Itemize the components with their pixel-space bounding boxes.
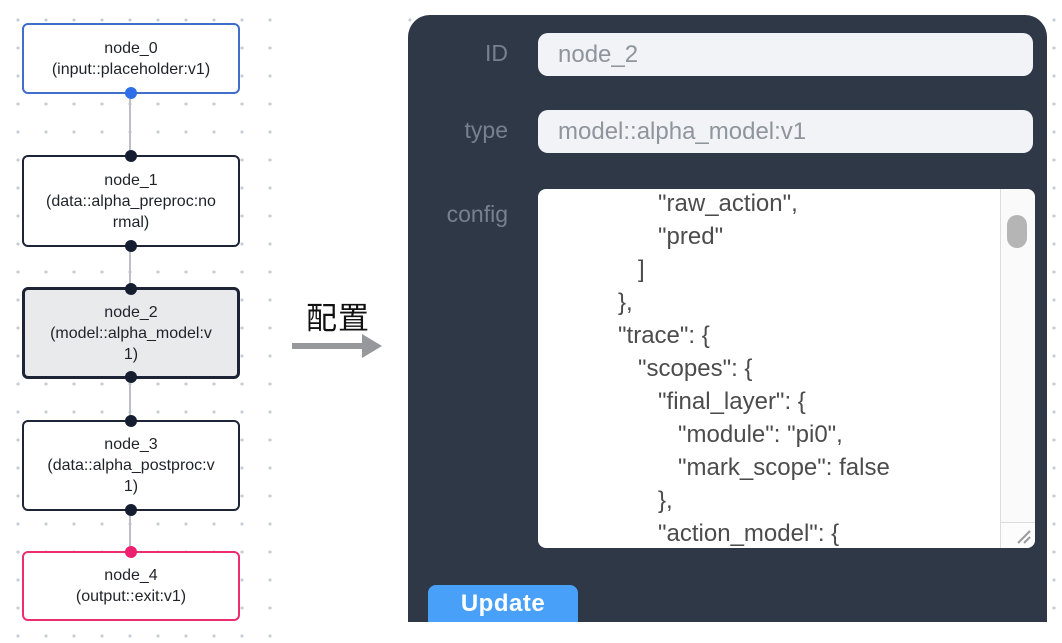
node-title: node_1 bbox=[104, 171, 158, 189]
flow-node-node_0[interactable]: node_0 (input::placeholder:v1) bbox=[22, 23, 240, 99]
type-label: type bbox=[464, 117, 508, 143]
config-json-line: "raw_action", bbox=[558, 190, 798, 217]
edge-node2-node3 bbox=[129, 379, 131, 420]
output-port-icon[interactable] bbox=[125, 371, 137, 383]
config-json-line: "module": "pi0", bbox=[558, 421, 843, 448]
scrollbar-track[interactable] bbox=[1000, 189, 1035, 522]
node-title: node_4 bbox=[104, 567, 158, 584]
input-port-icon[interactable] bbox=[125, 150, 137, 162]
node-subtitle: (model::alpha_model:v1) bbox=[50, 324, 212, 363]
config-json-line: ] bbox=[558, 256, 645, 283]
input-port-icon[interactable] bbox=[125, 415, 137, 427]
config-json-line: "action_model": { bbox=[558, 520, 840, 547]
config-json-line: "final_layer": { bbox=[558, 388, 806, 415]
flow-canvas[interactable]: node_0 (input::placeholder:v1) node_1 (d… bbox=[0, 0, 282, 643]
type-input[interactable] bbox=[538, 110, 1033, 153]
config-annotation: 配置 bbox=[280, 0, 395, 643]
node-title: node_3 bbox=[104, 436, 158, 453]
flow-node-node_3[interactable]: node_3 (data::alpha_postproc:v1) bbox=[22, 415, 240, 516]
config-json-line: "pred" bbox=[558, 223, 724, 250]
config-annotation-label: 配置 bbox=[306, 301, 370, 336]
flow-node-node_2-selected[interactable]: node_2 (model::alpha_model:v1) bbox=[22, 283, 240, 383]
config-label: config bbox=[446, 201, 508, 227]
output-port-icon[interactable] bbox=[125, 240, 137, 252]
flow-node-node_4[interactable]: node_4 (output::exit:v1) bbox=[22, 546, 240, 621]
node-title: node_0 bbox=[104, 39, 158, 57]
config-json-line: }, bbox=[558, 487, 673, 514]
right-arrow-head-icon bbox=[362, 334, 382, 358]
update-button[interactable]: Update bbox=[428, 585, 578, 622]
node-subtitle: (data::alpha_postproc:v1) bbox=[47, 457, 215, 495]
config-json-line: "scopes": { bbox=[558, 355, 753, 382]
edge-node0-node1 bbox=[129, 94, 131, 155]
node-title: node_2 bbox=[104, 303, 158, 321]
config-panel: ID type config "raw_action", "pred" ] },… bbox=[408, 15, 1047, 622]
node-subtitle: (input::placeholder:v1) bbox=[51, 60, 211, 78]
input-port-icon[interactable] bbox=[125, 283, 137, 295]
resize-handle-icon[interactable] bbox=[1000, 522, 1035, 548]
flow-node-node_1[interactable]: node_1 (data::alpha_preproc:normal) bbox=[22, 150, 240, 252]
id-input[interactable] bbox=[538, 33, 1033, 76]
right-arrow-icon bbox=[292, 343, 362, 349]
config-json-line: }, bbox=[558, 289, 633, 316]
scrollbar-thumb[interactable] bbox=[1007, 215, 1027, 248]
config-json-line: "mark_scope": false bbox=[558, 454, 890, 481]
config-json-content: "raw_action", "pred" ] }, "trace": { "sc… bbox=[538, 189, 1000, 548]
output-port-icon[interactable] bbox=[125, 87, 137, 99]
id-label: ID bbox=[485, 40, 508, 66]
config-json-line: "trace": { bbox=[558, 322, 710, 349]
edge-node1-node2 bbox=[129, 247, 131, 287]
edge-node3-node4 bbox=[129, 511, 131, 551]
output-port-icon[interactable] bbox=[125, 504, 137, 516]
config-textarea[interactable]: "raw_action", "pred" ] }, "trace": { "sc… bbox=[538, 189, 1035, 548]
node-subtitle: (data::alpha_preproc:normal) bbox=[46, 192, 216, 231]
node-subtitle: (output::exit:v1) bbox=[75, 588, 187, 605]
input-port-icon[interactable] bbox=[125, 546, 137, 558]
